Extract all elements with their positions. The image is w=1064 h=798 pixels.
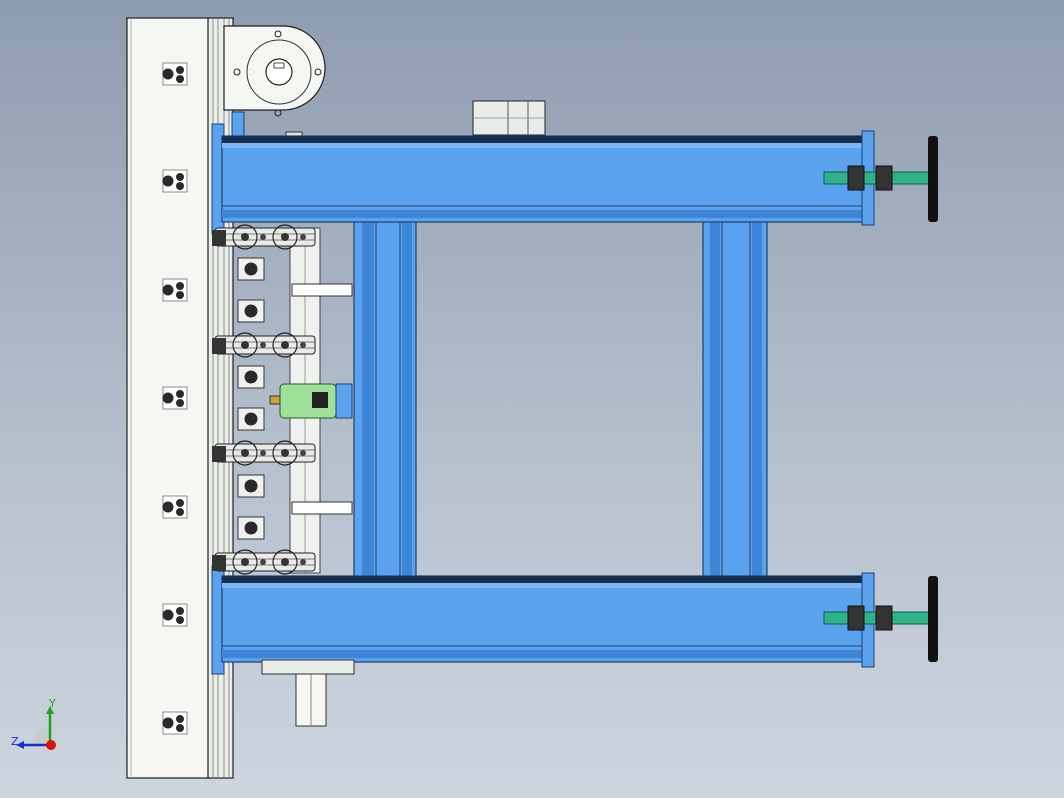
coordinate-triad: Y Z [8,698,68,758]
sensor-bracket[interactable] [269,383,353,419]
bearing-housing[interactable] [223,25,326,137]
y-axis-label: Y [49,697,56,710]
motor-unit[interactable] [285,100,546,139]
vertical-post-left[interactable] [353,219,417,579]
sprocket-chain-units[interactable] [212,224,316,575]
triad-axes-icon [16,706,56,750]
vertical-post-right[interactable] [702,219,768,579]
top-adjust-screw[interactable] [823,136,938,222]
bottom-adjust-screw[interactable] [823,576,938,662]
idler-bolts [237,257,265,540]
plate-bolt-holes [162,62,188,735]
top-beam[interactable] [211,123,875,235]
bottom-beam[interactable] [211,565,875,675]
z-axis-label: Z [11,735,19,748]
